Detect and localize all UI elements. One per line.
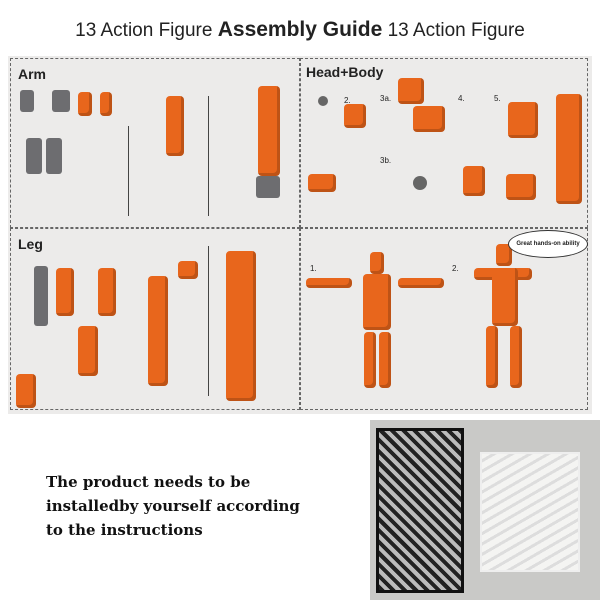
torso-part [344, 104, 366, 128]
arm-assembled [258, 86, 280, 176]
figure-torso [363, 274, 391, 330]
figure-leg [510, 326, 522, 388]
torso-part [508, 102, 538, 138]
torso-part [398, 78, 424, 104]
leg-part [16, 374, 36, 408]
divider [128, 126, 129, 216]
step-label: 3a. [380, 94, 392, 103]
arm-part [52, 90, 70, 112]
caption-line: The product needs to be [46, 473, 251, 491]
figure-leg [379, 332, 391, 388]
joint-ball [318, 96, 328, 106]
title-suffix: 13 Action Figure [387, 20, 525, 41]
product-photo [370, 420, 600, 600]
body-assembled [556, 94, 582, 204]
pose-section [300, 228, 588, 410]
leg-part [148, 276, 168, 386]
figure-head [370, 252, 384, 274]
arm-part [46, 138, 62, 174]
assembly-guide: Arm Head+Body Leg 2. 3a. 3b. 4. 5. 1. 2. [8, 56, 592, 414]
divider [208, 246, 209, 396]
hand-part [256, 176, 280, 198]
step-label: 5. [494, 94, 501, 103]
figure-leg [364, 332, 376, 388]
head-body-section [300, 58, 588, 228]
figure-arm [306, 278, 352, 288]
step-label: 2. [344, 96, 351, 105]
figure-head [496, 244, 512, 266]
figure-arm [398, 278, 444, 288]
title-main: Assembly Guide [217, 18, 383, 41]
arm-part [78, 92, 92, 116]
speech-bubble: Great hands-on ability [508, 230, 588, 258]
caption-line: installedby yourself according [46, 497, 300, 515]
page-title: 13 Action Figure Assembly Guide 13 Actio… [0, 18, 600, 42]
arm-label: Arm [18, 66, 47, 82]
arm-section [10, 58, 300, 228]
torso-part [463, 166, 485, 196]
leg-part [178, 261, 198, 279]
joint-ball [413, 176, 427, 190]
figure-torso [492, 268, 518, 326]
white-parts-sprue [480, 452, 580, 572]
black-parts-sprue [376, 428, 464, 593]
step-label: 1. [310, 264, 317, 273]
leg-part [98, 268, 116, 316]
arm-part [100, 92, 112, 116]
torso-part [308, 174, 336, 192]
leg-part [78, 326, 98, 376]
arm-part [20, 90, 34, 112]
leg-part [56, 268, 74, 316]
arm-part [166, 96, 184, 156]
caption: The product needs to be installedby your… [46, 470, 300, 542]
arm-part [26, 138, 42, 174]
leg-part [34, 266, 48, 326]
divider [208, 96, 209, 216]
torso-part [506, 174, 536, 200]
caption-line: to the instructions [46, 521, 203, 539]
step-label: 3b. [380, 156, 392, 165]
title-prefix: 13 Action Figure [75, 20, 213, 41]
torso-part [413, 106, 445, 132]
step-label: 2. [452, 264, 459, 273]
leg-assembled [226, 251, 256, 401]
leg-section [10, 228, 300, 410]
figure-leg [486, 326, 498, 388]
head-body-label: Head+Body [306, 64, 384, 80]
step-label: 4. [458, 94, 465, 103]
leg-label: Leg [18, 236, 43, 252]
